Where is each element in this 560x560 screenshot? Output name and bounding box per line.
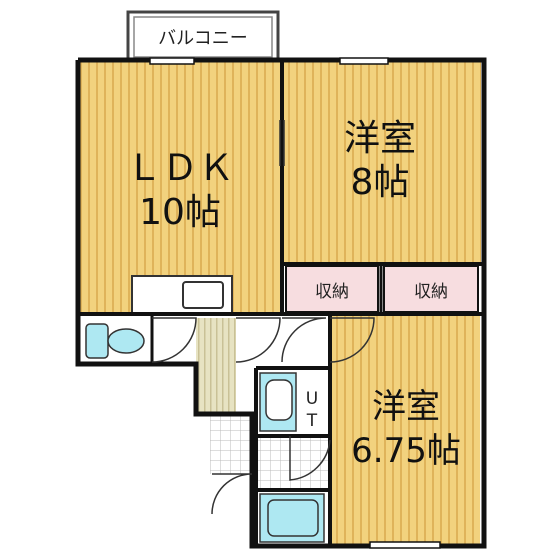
western-room-8-floor bbox=[284, 62, 481, 262]
walls bbox=[75, 57, 487, 549]
balcony-label: バルコニー bbox=[158, 28, 248, 49]
bathtub-icon bbox=[259, 493, 325, 543]
ldk-size: 10帖 bbox=[139, 192, 221, 233]
ldk-name: ＬＤＫ bbox=[126, 148, 234, 189]
windows bbox=[149, 57, 441, 549]
western-room-8-name: 洋室 bbox=[344, 118, 416, 159]
entrance-floor bbox=[196, 318, 236, 414]
utility-label-u: U bbox=[306, 389, 318, 409]
western-room-675-floor bbox=[332, 316, 480, 546]
bath-tiles bbox=[258, 438, 328, 488]
ldk-floor bbox=[80, 62, 280, 314]
closet-label-1: 収納 bbox=[315, 282, 349, 302]
washbasin-icon bbox=[259, 372, 297, 432]
toilet-icon bbox=[85, 323, 145, 359]
western-room-675-size: 6.75帖 bbox=[351, 431, 461, 471]
door-swings bbox=[151, 120, 375, 515]
kitchen-counter bbox=[131, 275, 233, 315]
utility-label-t: T bbox=[306, 411, 318, 431]
western-room-8-size: 8帖 bbox=[351, 162, 410, 203]
western-room-675-name: 洋室 bbox=[372, 387, 440, 427]
closet-label-2: 収納 bbox=[414, 282, 448, 302]
entrance-tiles bbox=[210, 414, 252, 474]
balcony: バルコニー bbox=[126, 10, 280, 62]
